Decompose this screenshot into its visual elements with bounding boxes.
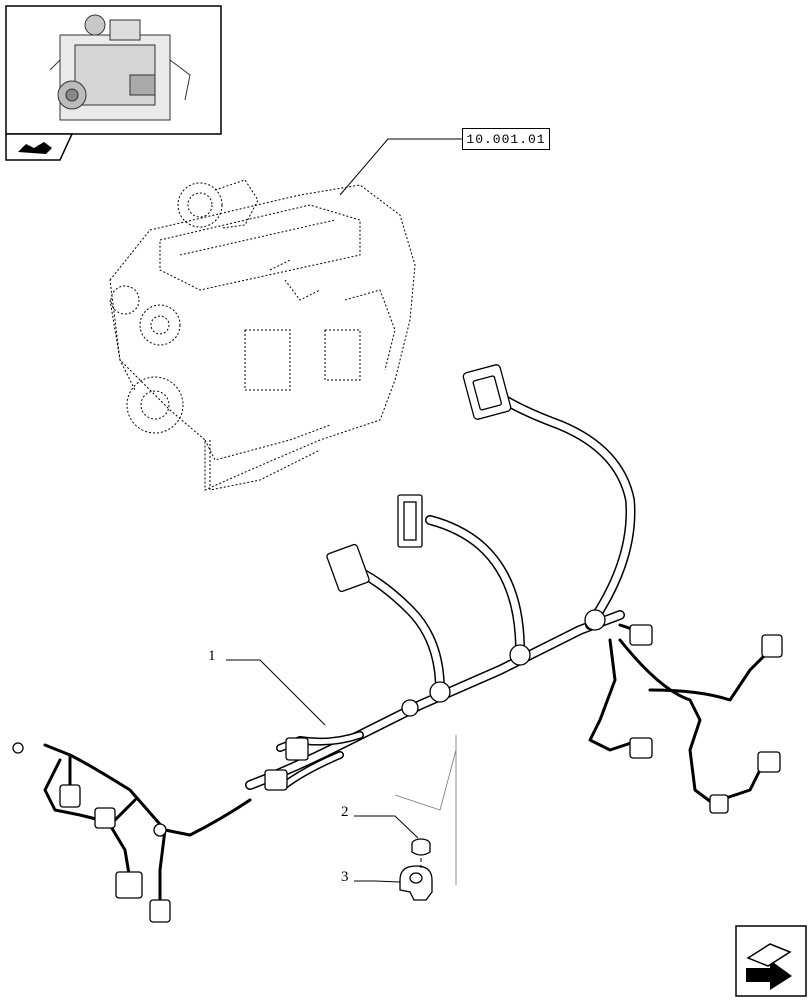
engine-illustration (109, 179, 416, 491)
wiring-harness (43, 395, 772, 912)
harness-connectors (12, 364, 783, 923)
thumbnail-engine-image (49, 14, 191, 121)
upper-left-connector (326, 543, 370, 593)
next-page-arrow-icon[interactable] (735, 925, 807, 997)
callout-leaders (226, 659, 419, 883)
callout-2: 2 (341, 804, 349, 820)
reference-code-label: 10.001.01 (466, 131, 546, 147)
grommet-part (411, 838, 431, 856)
reference-code-box[interactable]: 10.001.01 (462, 128, 550, 150)
callout-1: 1 (208, 648, 216, 664)
clip-part (399, 865, 433, 901)
thumbnail-frame (5, 5, 222, 161)
assembly-guides (394, 735, 457, 885)
callout-3: 3 (341, 869, 349, 885)
